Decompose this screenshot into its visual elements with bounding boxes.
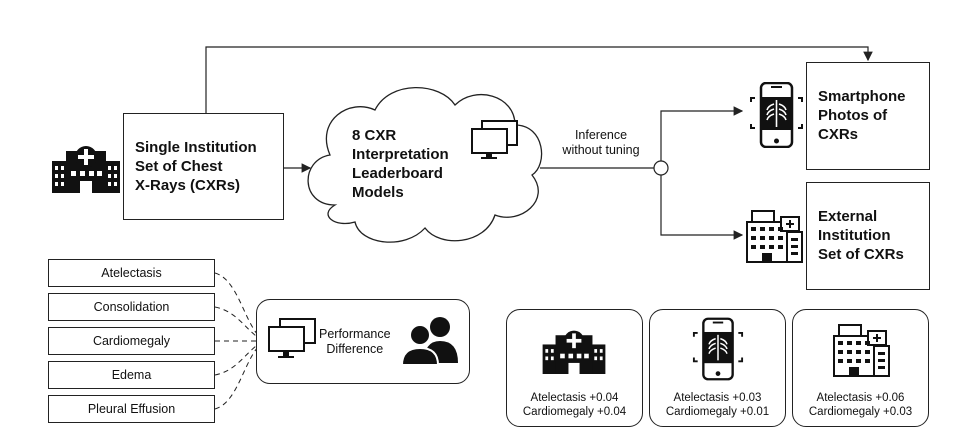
smartphone-line-3: CXRs — [818, 126, 859, 143]
external-line-1: External — [818, 208, 878, 225]
result-card-hospital: Atelectasis +0.04 Cardiomegaly +0.04 — [506, 309, 643, 427]
pathology-box: Cardiomegaly — [48, 327, 215, 355]
external-target-box: External Institution Set of CXRs — [806, 182, 930, 290]
pathology-box: Atelectasis — [48, 259, 215, 287]
pathology-label: Atelectasis — [101, 266, 162, 280]
pathology-label: Edema — [111, 368, 152, 382]
external-line-3: Set of CXRs — [818, 246, 904, 263]
top-connector — [205, 46, 873, 113]
source-box: Single Institution Set of Chest X-Rays (… — [123, 113, 284, 220]
models-line-4: Models — [352, 184, 404, 201]
performance-box: Performance Difference — [256, 299, 470, 384]
monitors-icon — [471, 120, 518, 159]
inference-label: Inference without tuning — [546, 128, 656, 158]
result-line: Atelectasis +0.03 — [673, 392, 762, 404]
pathology-label: Pleural Effusion — [87, 402, 176, 416]
source-line-1: Single Institution — [135, 139, 257, 156]
smartphone-xray-icon — [750, 82, 803, 148]
result-card-external: Atelectasis +0.06 Cardiomegaly +0.03 — [792, 309, 929, 427]
source-line-2: Set of Chest — [135, 158, 223, 175]
pathology-label: Consolidation — [93, 300, 170, 314]
junction-node — [653, 160, 669, 176]
users-icon — [400, 317, 458, 365]
result-line: Atelectasis +0.04 — [530, 392, 619, 404]
inference-line-2: without tuning — [562, 143, 640, 157]
performance-line-2: Difference — [326, 342, 384, 356]
models-line-1: 8 CXR — [352, 127, 397, 144]
branch-down — [660, 175, 744, 240]
result-line: Cardiomegaly +0.03 — [808, 406, 913, 418]
smartphone-line-1: Smartphone — [818, 88, 906, 105]
result-line: Cardiomegaly +0.01 — [665, 406, 770, 418]
pathology-box: Consolidation — [48, 293, 215, 321]
hospital-icon — [542, 330, 606, 374]
hospital-icon — [52, 146, 120, 193]
models-cloud-label: 8 CXR Interpretation Leaderboard Models — [352, 126, 449, 202]
external-hospital-icon — [833, 324, 890, 377]
smartphone-target-box: Smartphone Photos of CXRs — [806, 62, 930, 170]
pathology-label: Cardiomegaly — [92, 334, 171, 348]
models-line-3: Leaderboard — [352, 165, 443, 182]
pathology-box: Pleural Effusion — [48, 395, 215, 423]
inference-line-1: Inference — [574, 128, 628, 142]
pathology-box: Edema — [48, 361, 215, 389]
result-card-smartphone: Atelectasis +0.03 Cardiomegaly +0.01 — [649, 309, 786, 427]
monitors-icon — [268, 318, 316, 358]
models-line-2: Interpretation — [352, 146, 449, 163]
smartphone-line-2: Photos of — [818, 107, 888, 124]
external-hospital-icon — [746, 210, 803, 263]
performance-line-1: Performance — [319, 327, 391, 341]
source-line-3: X-Rays (CXRs) — [135, 177, 241, 194]
external-line-2: Institution — [818, 227, 891, 244]
result-line: Atelectasis +0.06 — [816, 392, 905, 404]
result-line: Cardiomegaly +0.04 — [522, 406, 627, 418]
smartphone-xray-icon — [692, 317, 744, 381]
branch-up — [660, 106, 744, 161]
